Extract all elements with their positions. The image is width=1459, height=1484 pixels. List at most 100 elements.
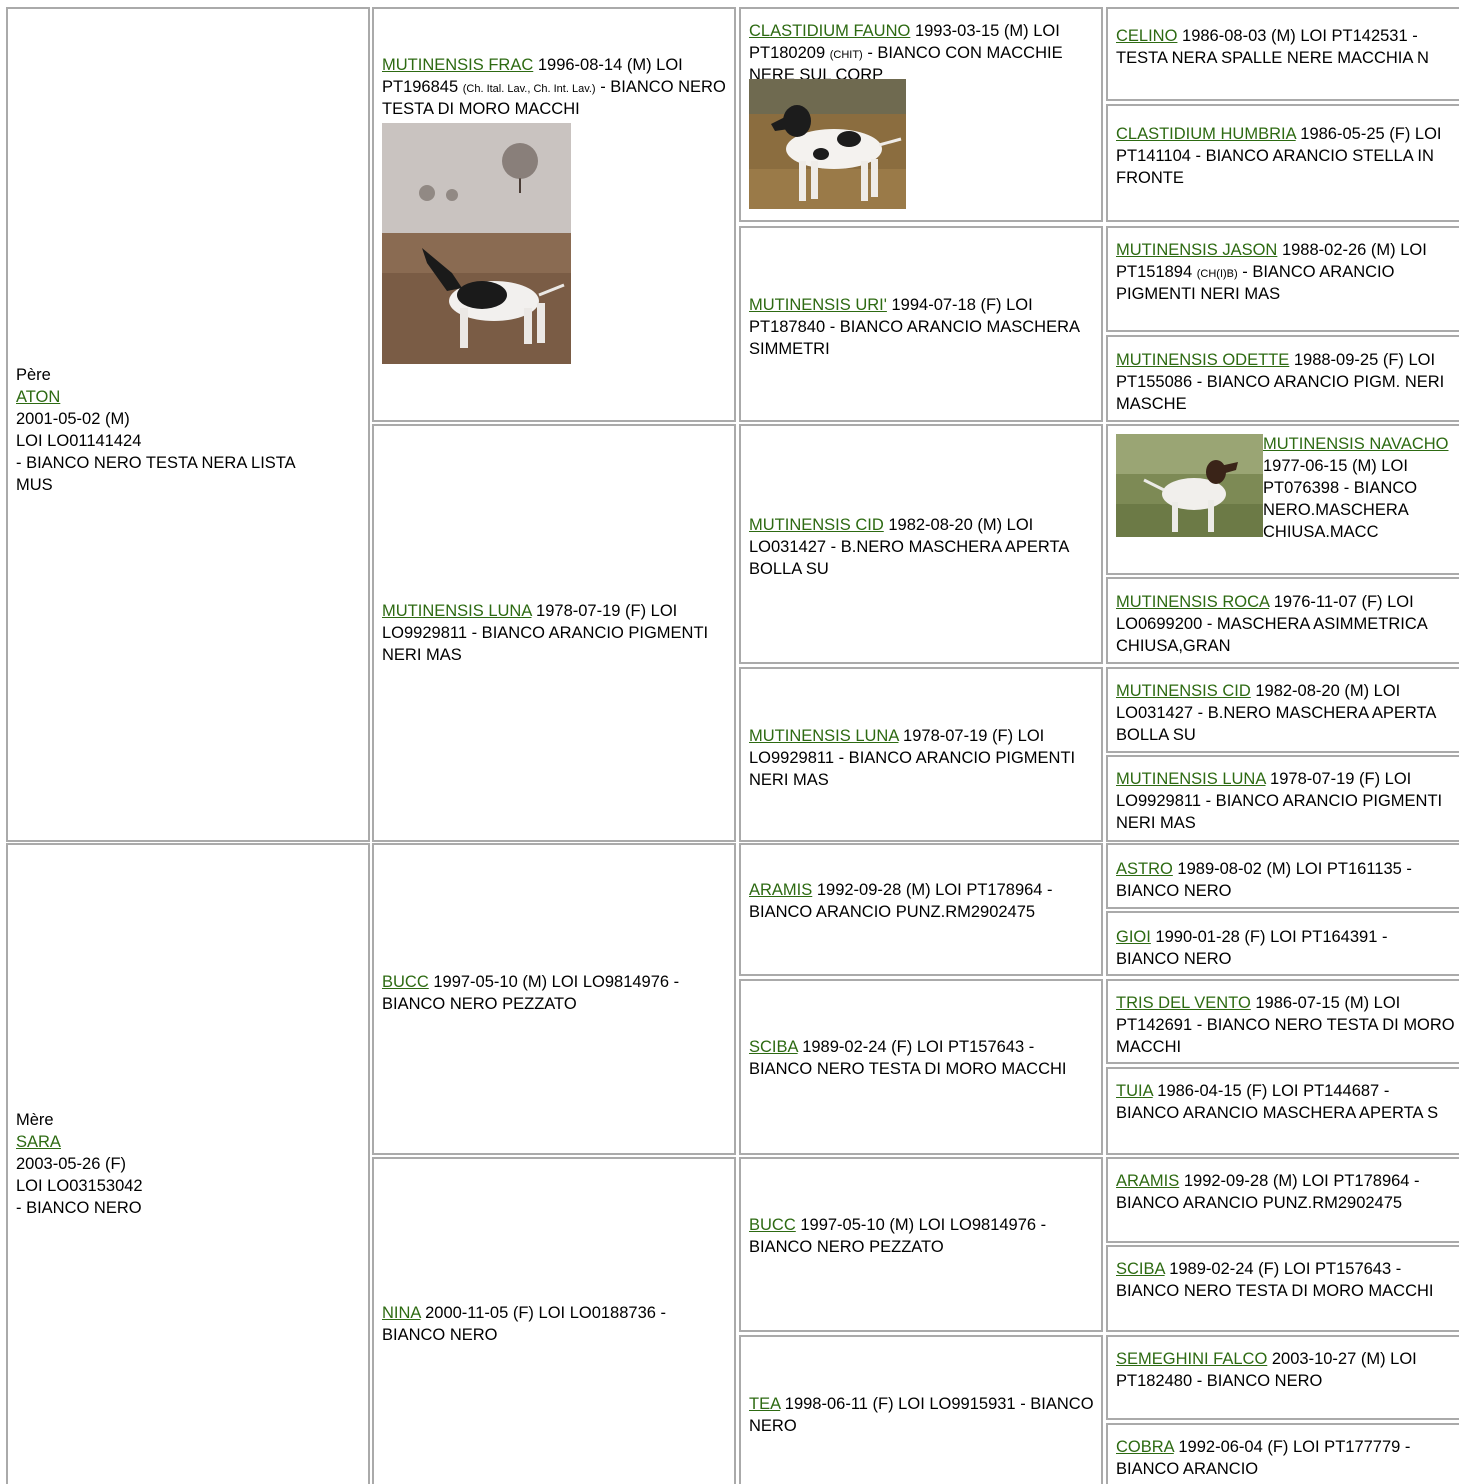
pedigree-cell-g4: CELINO 1986-08-03 (M) LOI PT142531 - TES… xyxy=(1106,7,1459,101)
dog-details: 1992-06-04 (F) LOI PT177779 - BIANCO ARA… xyxy=(1116,1438,1411,1478)
dog-name-link[interactable]: TEA xyxy=(749,1395,781,1413)
dog-name-link[interactable]: BUCC xyxy=(749,1216,796,1234)
dog-name-link[interactable]: COBRA xyxy=(1116,1438,1174,1456)
dam-description: - BIANCO NERO xyxy=(16,1198,142,1217)
sire-birth: 2001-05-02 (M) xyxy=(16,409,130,428)
pedigree-cell-g2: MUTINENSIS FRAC 1996-08-14 (M) LOI PT196… xyxy=(372,7,736,422)
dog-name-link[interactable]: ASTRO xyxy=(1116,860,1173,878)
pedigree-cell-g4: ASTRO 1989-08-02 (M) LOI PT161135 - BIAN… xyxy=(1106,843,1459,909)
pedigree-entry: MUTINENSIS JASON 1988-02-26 (M) LOI PT15… xyxy=(1116,240,1455,306)
pedigree-entry: MUTINENSIS ROCA 1976-11-07 (F) LOI LO069… xyxy=(1116,592,1455,658)
pedigree-entry: BUCC 1997-05-10 (M) LOI LO9814976 - BIAN… xyxy=(382,972,730,1016)
dog-name-link[interactable]: MUTINENSIS LUNA xyxy=(1116,770,1266,788)
pedigree-entry: TUIA 1986-04-15 (F) LOI PT144687 - BIANC… xyxy=(1116,1081,1455,1125)
dog-name-link[interactable]: MUTINENSIS FRAC xyxy=(382,56,534,74)
dog-details: - BIANCO NERO TESTA DI MORO MACCHI xyxy=(382,77,726,118)
dog-name-link[interactable]: MUTINENSIS ODETTE xyxy=(1116,351,1290,369)
pedigree-entry: MUTINENSIS LUNA 1978-07-19 (F) LOI LO992… xyxy=(749,726,1097,792)
dog-photo xyxy=(382,122,571,364)
dog-name-link[interactable]: MUTINENSIS JASON xyxy=(1116,241,1278,259)
dog-name-link[interactable]: SCIBA xyxy=(1116,1260,1165,1278)
dog-name-link[interactable]: SCIBA xyxy=(749,1038,798,1056)
dog-details: 1978-07-19 (F) LOI LO9929811 - BIANCO AR… xyxy=(1116,770,1443,832)
pedigree-cell-g4: SEMEGHINI FALCO 2003-10-27 (M) LOI PT182… xyxy=(1106,1335,1459,1420)
pedigree-entry: ARAMIS 1992-09-28 (M) LOI PT178964 - BIA… xyxy=(1116,1171,1455,1215)
pedigree-cell-g4: SCIBA 1989-02-24 (F) LOI PT157643 - BIAN… xyxy=(1106,1245,1459,1332)
dog-details: 2003-10-27 (M) LOI PT182480 - BIANCO NER… xyxy=(1116,1350,1417,1390)
dog-details: 1990-01-28 (F) LOI PT164391 - BIANCO NER… xyxy=(1116,928,1388,968)
dog-name-link[interactable]: GIOI xyxy=(1116,928,1151,946)
dog-details: 1977-06-15 (M) LOI PT076398 - BIANCO NER… xyxy=(1263,456,1418,541)
dog-name-link[interactable]: MUTINENSIS LUNA xyxy=(382,602,532,620)
pedigree-cell-g2: BUCC 1997-05-10 (M) LOI LO9814976 - BIAN… xyxy=(372,843,736,1155)
dam-registration: LOI LO03153042 xyxy=(16,1176,143,1195)
dog-name-link[interactable]: CELINO xyxy=(1116,27,1178,45)
sire-description: - BIANCO NERO TESTA NERA LISTA MUS xyxy=(16,453,295,494)
dog-details: 1997-05-10 (M) LOI LO9814976 - BIANCO NE… xyxy=(382,973,680,1013)
dam-heading: Mère xyxy=(16,1111,54,1129)
pedigree-cell-g2: NINA 2000-11-05 (F) LOI LO0188736 - BIAN… xyxy=(372,1157,736,1484)
dog-name-link[interactable]: ARAMIS xyxy=(1116,1172,1180,1190)
dog-name-link[interactable]: BUCC xyxy=(382,973,429,991)
dog-name-link[interactable]: MUTINENSIS CID xyxy=(749,516,884,534)
pedigree-entry: TEA 1998-06-11 (F) LOI LO9915931 - BIANC… xyxy=(749,1394,1097,1438)
dog-details: 1982-08-20 (M) LOI LO031427 - B.NERO MAS… xyxy=(1116,682,1436,744)
dog-details: 1994-07-18 (F) LOI PT187840 - BIANCO ARA… xyxy=(749,296,1080,358)
dam-name-link[interactable]: SARA xyxy=(16,1132,61,1151)
dog-details: 1993-03-15 (M) LOI PT180209 xyxy=(749,22,1060,62)
dog-name-link[interactable]: CLASTIDIUM HUMBRIA xyxy=(1116,125,1296,143)
pedigree-entry: MUTINENSIS LUNA 1978-07-19 (F) LOI LO992… xyxy=(1116,769,1455,835)
pedigree-cell-g4: MUTINENSIS CID 1982-08-20 (M) LOI LO0314… xyxy=(1106,667,1459,753)
dog-name-link[interactable]: NINA xyxy=(382,1304,421,1322)
dog-name-link[interactable]: MUTINENSIS LUNA xyxy=(749,727,899,745)
pedigree-cell-g3: TEA 1998-06-11 (F) LOI LO9915931 - BIANC… xyxy=(739,1335,1103,1484)
dog-details: 1986-08-03 (M) LOI PT142531 - TESTA NERA… xyxy=(1116,27,1429,67)
pedigree-entry: BUCC 1997-05-10 (M) LOI LO9814976 - BIAN… xyxy=(749,1215,1097,1259)
pedigree-entry: SCIBA 1989-02-24 (F) LOI PT157643 - BIAN… xyxy=(749,1037,1097,1081)
dog-details: 1982-08-20 (M) LOI LO031427 - B.NERO MAS… xyxy=(749,516,1069,578)
pedigree-cell-g2: MUTINENSIS LUNA 1978-07-19 (F) LOI LO992… xyxy=(372,424,736,842)
dog-name-link[interactable]: MUTINENSIS ROCA xyxy=(1116,593,1270,611)
dog-photo xyxy=(1116,434,1263,537)
pedigree-entry: SEMEGHINI FALCO 2003-10-27 (M) LOI PT182… xyxy=(1116,1349,1455,1393)
pedigree-cell-g3: ARAMIS 1992-09-28 (M) LOI PT178964 - BIA… xyxy=(739,843,1103,976)
pedigree-cell-g3: BUCC 1997-05-10 (M) LOI LO9814976 - BIAN… xyxy=(739,1157,1103,1332)
pedigree-entry: CELINO 1986-08-03 (M) LOI PT142531 - TES… xyxy=(1116,26,1455,70)
dam-cell: Mère SARA 2003-05-26 (F) LOI LO03153042 … xyxy=(6,843,370,1484)
dog-name-link[interactable]: CLASTIDIUM FAUNO xyxy=(749,22,911,40)
dam-birth: 2003-05-26 (F) xyxy=(16,1154,127,1173)
dog-name-link[interactable]: MUTINENSIS NAVACHO xyxy=(1263,435,1449,453)
pedigree-cell-g4: CLASTIDIUM HUMBRIA 1986-05-25 (F) LOI PT… xyxy=(1106,104,1459,222)
dog-name-link[interactable]: MUTINENSIS CID xyxy=(1116,682,1251,700)
dog-details: 1989-02-24 (F) LOI PT157643 - BIANCO NER… xyxy=(749,1038,1067,1078)
dog-name-link[interactable]: TUIA xyxy=(1116,1082,1153,1100)
dog-details: 1976-11-07 (F) LOI LO0699200 - MASCHERA … xyxy=(1116,593,1427,655)
pedigree-cell-g3: MUTINENSIS LUNA 1978-07-19 (F) LOI LO992… xyxy=(739,667,1103,842)
dog-titles: (CHIT) xyxy=(829,48,863,61)
pedigree-entry: MUTINENSIS URI' 1994-07-18 (F) LOI PT187… xyxy=(749,295,1097,361)
pedigree-entry: MUTINENSIS NAVACHO 1977-06-15 (M) LOI PT… xyxy=(1116,434,1455,544)
pedigree-entry: MUTINENSIS ODETTE 1988-09-25 (F) LOI PT1… xyxy=(1116,350,1455,416)
dog-name-link[interactable]: MUTINENSIS URI' xyxy=(749,296,887,314)
pedigree-cell-g4: MUTINENSIS LUNA 1978-07-19 (F) LOI LO992… xyxy=(1106,755,1459,842)
dog-details: 1978-07-19 (F) LOI LO9929811 - BIANCO AR… xyxy=(382,602,709,664)
pedigree-entry: NINA 2000-11-05 (F) LOI LO0188736 - BIAN… xyxy=(382,1303,730,1347)
pedigree-cell-g3: MUTINENSIS CID 1982-08-20 (M) LOI LO0314… xyxy=(739,424,1103,664)
pedigree-cell-g4: TRIS DEL VENTO 1986-07-15 (M) LOI PT1426… xyxy=(1106,979,1459,1064)
dog-details: 1978-07-19 (F) LOI LO9929811 - BIANCO AR… xyxy=(749,727,1076,789)
dog-name-link[interactable]: ARAMIS xyxy=(749,881,813,899)
pedigree-entry: CLASTIDIUM HUMBRIA 1986-05-25 (F) LOI PT… xyxy=(1116,124,1455,190)
dog-name-link[interactable]: SEMEGHINI FALCO xyxy=(1116,1350,1268,1368)
sire-name-link[interactable]: ATON xyxy=(16,387,61,406)
pedigree-entry: MUTINENSIS LUNA 1978-07-19 (F) LOI LO992… xyxy=(382,601,730,667)
dog-name-link[interactable]: TRIS DEL VENTO xyxy=(1116,994,1251,1012)
pedigree-cell-g4: MUTINENSIS ROCA 1976-11-07 (F) LOI LO069… xyxy=(1106,577,1459,664)
pedigree-entry: MUTINENSIS CID 1982-08-20 (M) LOI LO0314… xyxy=(1116,681,1455,747)
dog-details: 1986-07-15 (M) LOI PT142691 - BIANCO NER… xyxy=(1116,994,1455,1056)
pedigree-cell-g3: MUTINENSIS URI' 1994-07-18 (F) LOI PT187… xyxy=(739,226,1103,422)
dog-details: 1997-05-10 (M) LOI LO9814976 - BIANCO NE… xyxy=(749,1216,1047,1256)
dog-details: 1986-04-15 (F) LOI PT144687 - BIANCO ARA… xyxy=(1116,1082,1439,1122)
pedigree-entry: MUTINENSIS CID 1982-08-20 (M) LOI LO0314… xyxy=(749,515,1097,581)
pedigree-entry: ARAMIS 1992-09-28 (M) LOI PT178964 - BIA… xyxy=(749,880,1097,924)
pedigree-entry: COBRA 1992-06-04 (F) LOI PT177779 - BIAN… xyxy=(1116,1437,1455,1481)
